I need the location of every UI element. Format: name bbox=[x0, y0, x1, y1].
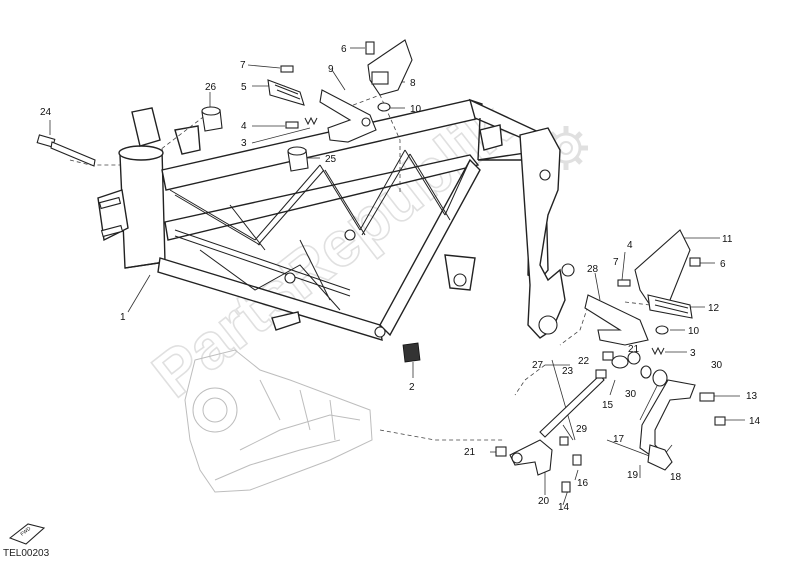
part-7-screw[interactable] bbox=[280, 65, 294, 73]
label-25: 25 bbox=[325, 154, 337, 165]
part-11-heel-guard[interactable] bbox=[634, 229, 691, 306]
part-24-long-bolt[interactable] bbox=[36, 134, 96, 167]
label-3-right: 3 bbox=[690, 348, 696, 359]
label-28: 28 bbox=[587, 264, 599, 275]
label-3: 3 bbox=[241, 138, 247, 149]
part-29-screw[interactable] bbox=[559, 436, 569, 446]
label-8: 8 bbox=[410, 78, 416, 89]
label-30-b: 30 bbox=[625, 389, 637, 400]
part-number-labels: 1 2 24 26 7 5 4 3 9 6 8 10 25 28 4 7 11 … bbox=[40, 44, 761, 513]
label-4: 4 bbox=[241, 121, 247, 132]
part-5-footpeg[interactable] bbox=[267, 79, 305, 106]
label-6: 6 bbox=[341, 44, 347, 55]
part-21-nut-lower[interactable] bbox=[495, 446, 507, 457]
part-8-heel-guard[interactable] bbox=[367, 39, 413, 96]
part-7-screw-right[interactable] bbox=[617, 279, 631, 287]
label-15: 15 bbox=[602, 400, 614, 411]
label-30: 30 bbox=[711, 360, 723, 371]
part-3-spring-right[interactable] bbox=[651, 346, 665, 356]
label-13: 13 bbox=[746, 391, 758, 402]
label-18: 18 bbox=[670, 472, 682, 483]
label-22: 22 bbox=[578, 356, 590, 367]
part-2-rubber-pad[interactable] bbox=[402, 342, 421, 363]
label-7: 7 bbox=[240, 60, 246, 71]
part-10-washer-right[interactable] bbox=[655, 325, 669, 335]
label-29: 29 bbox=[576, 424, 588, 435]
part-25-bushing[interactable] bbox=[287, 146, 309, 172]
label-17: 17 bbox=[613, 434, 625, 445]
label-26: 26 bbox=[205, 82, 217, 93]
part-16-screw[interactable] bbox=[572, 454, 582, 466]
forward-direction-badge: FWD bbox=[8, 523, 46, 545]
part-3-spring[interactable] bbox=[304, 116, 318, 126]
label-4-right: 4 bbox=[627, 240, 633, 251]
part-22-nut[interactable] bbox=[602, 351, 614, 361]
label-16: 16 bbox=[577, 478, 589, 489]
diagram-code: TEL00203 bbox=[3, 548, 50, 559]
engine-ghost-outline bbox=[184, 349, 373, 493]
part-14-screw[interactable] bbox=[714, 416, 726, 426]
part-9-bracket-arm[interactable] bbox=[319, 89, 377, 143]
label-27: 27 bbox=[532, 360, 544, 371]
label-6-right: 6 bbox=[720, 259, 726, 270]
part-21-rod-end[interactable] bbox=[611, 351, 641, 369]
label-12: 12 bbox=[708, 303, 720, 314]
label-14: 14 bbox=[749, 416, 761, 427]
label-10: 10 bbox=[410, 104, 422, 115]
label-11: 11 bbox=[722, 234, 733, 245]
label-23: 23 bbox=[562, 366, 574, 377]
part-20-selector-arm[interactable] bbox=[509, 439, 553, 476]
label-24: 24 bbox=[40, 107, 52, 118]
label-21-b: 21 bbox=[464, 447, 476, 458]
part-17-gear-lever[interactable] bbox=[639, 379, 696, 471]
part-13-bolt[interactable] bbox=[699, 392, 715, 402]
part-6-screw-right[interactable] bbox=[689, 257, 701, 267]
part-4-pin[interactable] bbox=[285, 121, 299, 129]
part-6-screw[interactable] bbox=[365, 41, 375, 55]
label-14-b: 14 bbox=[558, 502, 570, 513]
part-10-washer[interactable] bbox=[377, 102, 391, 112]
part-30-bushing[interactable] bbox=[640, 365, 668, 387]
label-5: 5 bbox=[241, 82, 247, 93]
part-28-bracket-arm[interactable] bbox=[584, 294, 649, 346]
part-14-screw-lower[interactable] bbox=[561, 481, 571, 493]
label-19: 19 bbox=[627, 470, 639, 481]
label-21: 21 bbox=[628, 344, 640, 355]
part-23-gear-rod[interactable] bbox=[539, 369, 607, 438]
label-9: 9 bbox=[328, 64, 334, 75]
label-1: 1 bbox=[120, 312, 126, 323]
part-12-footpeg[interactable] bbox=[647, 294, 693, 319]
label-10-right: 10 bbox=[688, 326, 700, 337]
forward-badge-text: FWD bbox=[20, 526, 33, 538]
part-26-bushing[interactable] bbox=[201, 106, 223, 132]
label-2: 2 bbox=[409, 382, 415, 393]
label-20: 20 bbox=[538, 496, 550, 507]
label-7-right: 7 bbox=[613, 257, 619, 268]
